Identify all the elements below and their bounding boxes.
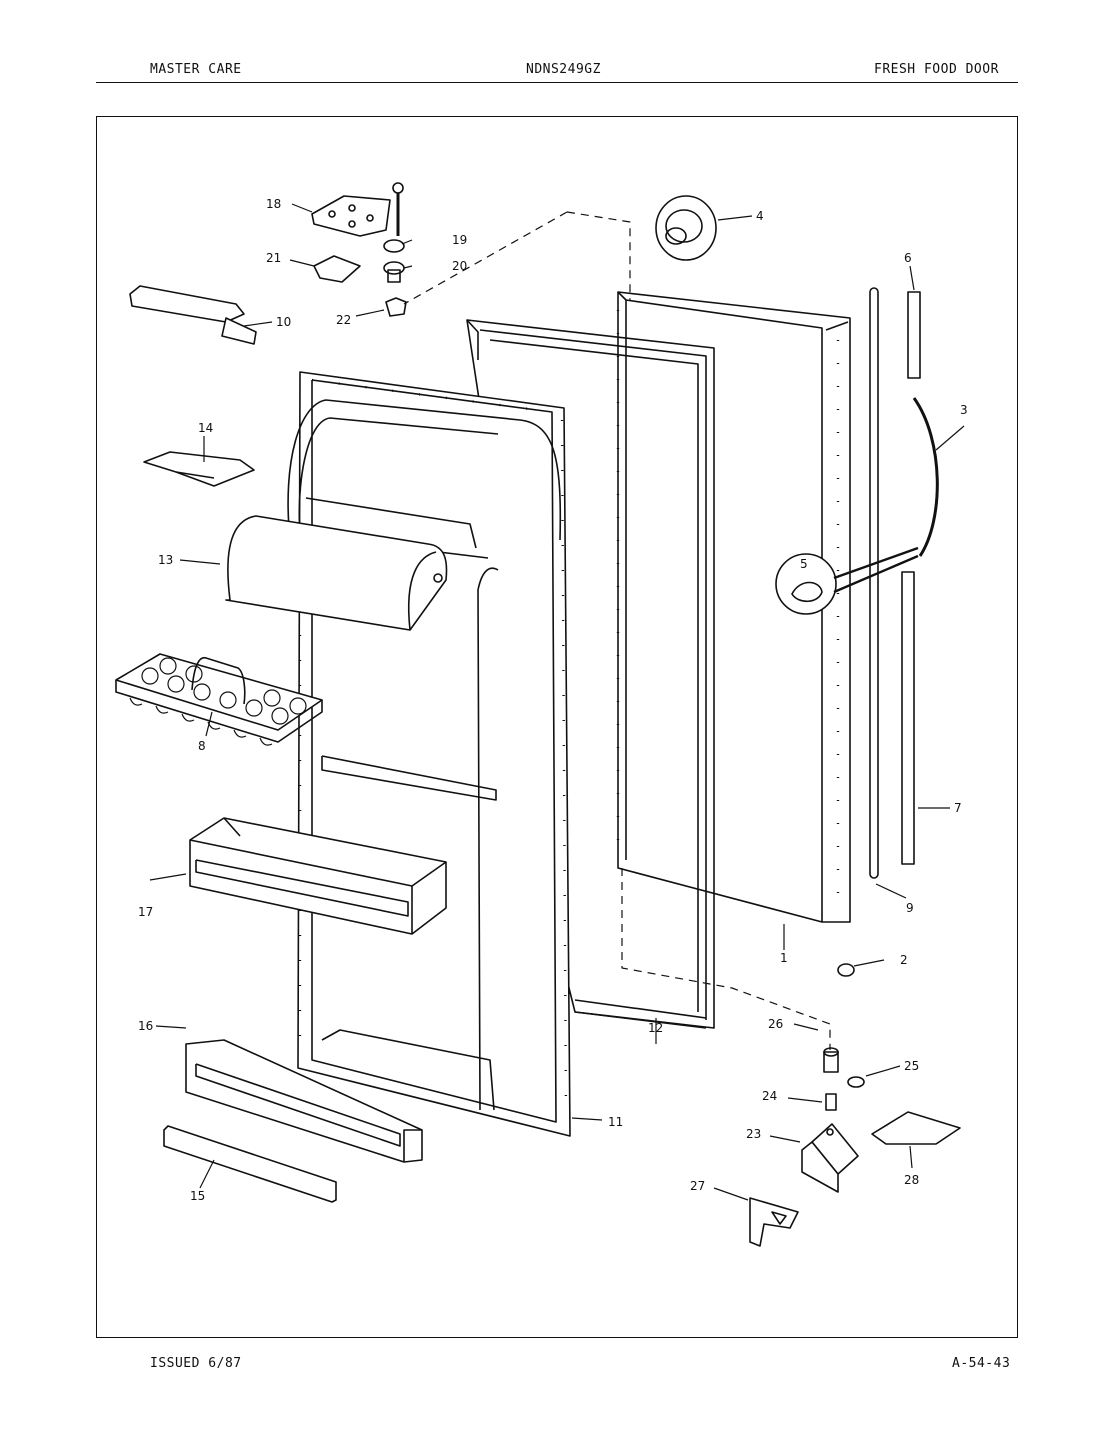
- callout-2: 2: [900, 953, 908, 967]
- dairy-compartment-door: [225, 515, 448, 631]
- door-handle: [912, 397, 939, 557]
- callout-3: 3: [960, 403, 968, 417]
- callout-21: 21: [266, 251, 281, 265]
- door-outer-panel: [616, 291, 851, 923]
- callout-25: 25: [904, 1059, 919, 1073]
- callout-12: 12: [648, 1021, 663, 1035]
- shelf-trim-strip: [163, 1125, 337, 1203]
- door-cap: [837, 963, 855, 977]
- handle-upper-trim: [907, 291, 921, 379]
- callout-14: 14: [198, 421, 213, 435]
- callout-26: 26: [768, 1017, 783, 1031]
- callout-10: 10: [276, 315, 291, 329]
- header-model-number: NDNS249GZ: [526, 62, 601, 77]
- hinge-pin: [825, 1093, 837, 1111]
- door-trim-clip: [143, 451, 255, 487]
- callout-28: 28: [904, 1173, 919, 1187]
- callout-18: 18: [266, 197, 281, 211]
- egg-tray: [115, 653, 323, 746]
- hinge-bushing: [383, 261, 405, 283]
- header-brand: MASTER CARE: [150, 62, 242, 77]
- callout-27: 27: [690, 1179, 705, 1193]
- top-hinge: [311, 182, 404, 237]
- callout-11: 11: [608, 1115, 623, 1129]
- door-shelf-bin: [189, 817, 447, 935]
- page-code: A-54-43: [952, 1356, 1011, 1371]
- lower-shelf-rail: [185, 1039, 423, 1163]
- callout-6: 6: [904, 251, 912, 265]
- callout-16: 16: [138, 1019, 153, 1033]
- header-section-title: FRESH FOOD DOOR: [874, 62, 999, 77]
- door-stop-bracket: [129, 285, 257, 345]
- door-plug: [655, 195, 717, 261]
- toe-grille-bracket: [749, 1197, 799, 1247]
- door-trim-strip: [869, 287, 879, 879]
- issue-date: ISSUED 6/87: [150, 1356, 242, 1371]
- handle-screw-detail: [775, 546, 919, 615]
- callout-8: 8: [198, 739, 206, 753]
- callout-20: 20: [452, 259, 467, 273]
- callout-22: 22: [336, 313, 351, 327]
- diagram-frame: [96, 116, 1018, 1338]
- callout-17: 17: [138, 905, 153, 919]
- callout-4: 4: [756, 209, 764, 223]
- bottom-hinge-plate: [871, 1111, 961, 1145]
- header-rule: [96, 82, 1018, 83]
- callout-19: 19: [452, 233, 467, 247]
- callout-5: 5: [800, 557, 808, 571]
- hinge-pin-bushing: [823, 1047, 839, 1073]
- callout-23: 23: [746, 1127, 761, 1141]
- hinge-washer: [383, 239, 405, 253]
- hinge-shim: [313, 255, 361, 283]
- callout-24: 24: [762, 1089, 777, 1103]
- callout-15: 15: [190, 1189, 205, 1203]
- callout-1: 1: [780, 951, 788, 965]
- hinge-washer-bottom: [847, 1076, 865, 1088]
- callout-7: 7: [954, 801, 962, 815]
- callout-9: 9: [906, 901, 914, 915]
- callout-13: 13: [158, 553, 173, 567]
- handle-lower-trim: [901, 571, 915, 865]
- hinge-nut: [385, 297, 407, 317]
- bottom-hinge-bracket: [801, 1123, 859, 1193]
- door-inner-liner: [287, 371, 571, 1137]
